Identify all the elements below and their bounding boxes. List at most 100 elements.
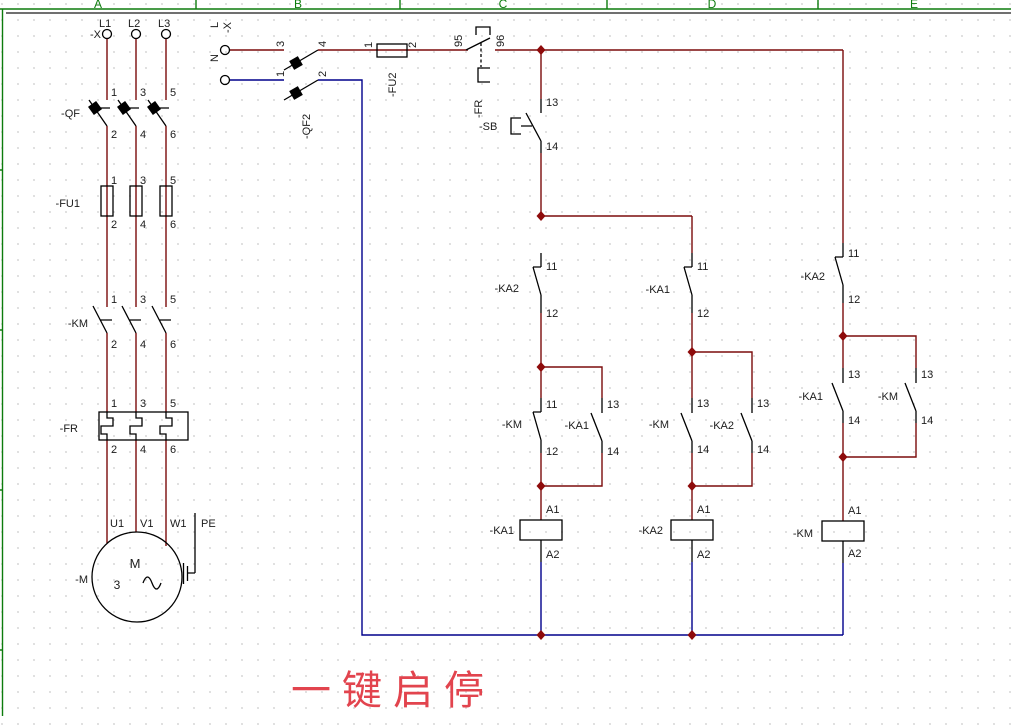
contact-label: -KA2 <box>801 271 825 283</box>
pin: 6 <box>170 339 176 351</box>
breaker-pole-icon <box>289 86 303 100</box>
coil-label: -KA2 <box>639 525 663 537</box>
phase-label-l1: L1 <box>99 18 111 30</box>
terminal-l3-icon[interactable] <box>160 28 172 40</box>
branch1-no-contact-ka1[interactable]: -KA1 13 14 <box>565 398 620 458</box>
fuse-body-icon <box>376 43 408 58</box>
fuse-fu1[interactable]: -FU1 1 3 5 2 4 6 <box>56 175 177 231</box>
column-label-c: C <box>499 0 508 11</box>
terminal-n-icon[interactable] <box>219 74 231 86</box>
incoming-terminals[interactable]: L1 L2 L3 -X <box>90 18 172 41</box>
breaker-qf2-label: -QF2 <box>301 114 313 139</box>
pin: 1 <box>111 398 117 410</box>
contact-label: -KM <box>878 391 898 403</box>
breaker-pole-icon <box>289 56 303 70</box>
pin: A1 <box>697 504 710 516</box>
pin: 3 <box>140 175 146 187</box>
button-label: -SB <box>479 121 497 133</box>
pin: 6 <box>170 219 176 231</box>
pin: 6 <box>170 444 176 456</box>
motor-terminal-pe: PE <box>201 518 216 530</box>
pin: 95 <box>453 35 465 47</box>
pin: 1 <box>111 87 117 99</box>
pin: 1 <box>363 42 375 48</box>
pin: 14 <box>848 415 860 427</box>
junction-icon <box>687 481 697 491</box>
pin: 2 <box>317 71 329 77</box>
junction-dots <box>536 45 848 640</box>
control-supply-terminals[interactable]: L -X N <box>209 21 234 86</box>
breaker-qf2[interactable]: -QF2 3 4 1 2 <box>275 41 329 139</box>
branch2-nc-contact-ka1[interactable]: -KA1 11 12 <box>646 253 710 320</box>
overload-contact-fr[interactable]: -FR 95 96 <box>453 26 507 118</box>
breaker-pole-icon <box>117 101 131 115</box>
neutral-wires <box>229 79 844 636</box>
junction-icon <box>838 452 848 462</box>
overload-label: -FR <box>473 100 485 118</box>
pin: 14 <box>546 141 558 153</box>
branch1-nc-contact-km[interactable]: -KM 11 12 <box>502 398 558 458</box>
pin: 13 <box>546 97 558 109</box>
fuse-fu2-label: -FU2 <box>387 73 399 97</box>
terminal-l-icon[interactable] <box>219 44 231 56</box>
pin: 96 <box>495 35 507 47</box>
fuse-label: -FU1 <box>56 198 80 210</box>
supply-line-label: L <box>209 22 221 28</box>
pin: 14 <box>757 444 769 456</box>
coil-label: -KA1 <box>490 525 514 537</box>
branch3-no-contact-km[interactable]: -KM 13 14 <box>878 368 933 427</box>
branch2-coil-ka2[interactable]: -KA2 A1 A2 <box>639 504 714 562</box>
fuse-body-icon <box>129 185 143 217</box>
branch3-coil-km[interactable]: -KM A1 A2 <box>793 505 865 563</box>
control-circuit: L -X N -QF2 3 4 1 2 -FU2 1 2 -FR 95 96 <box>209 21 933 563</box>
branch1-nc-contact-ka2[interactable]: -KA2 11 12 <box>495 253 559 320</box>
branch3-no-contact-ka1[interactable]: -KA1 13 14 <box>799 368 861 427</box>
pin: 2 <box>111 129 117 141</box>
contactor-label: -KM <box>68 318 88 330</box>
start-button-sb[interactable]: -SB 13 14 <box>479 97 558 153</box>
branch2-no-contact-km[interactable]: -KM 13 14 <box>649 398 709 456</box>
pin: 5 <box>170 87 176 99</box>
terminal-l1-icon[interactable] <box>101 28 113 40</box>
branch3-nc-contact-ka2[interactable]: -KA2 11 12 <box>801 243 861 306</box>
thermal-relay-fr-main[interactable]: -FR 1 3 5 2 4 6 <box>60 398 189 456</box>
phase-label-l2: L2 <box>128 18 140 30</box>
junction-icon <box>536 362 546 372</box>
coil-box-icon <box>821 520 865 542</box>
terminal-l2-icon[interactable] <box>130 28 142 40</box>
motor-m[interactable]: M 3 -M U1 V1 W1 PE <box>75 513 216 623</box>
motor-phase-count: 3 <box>114 578 121 592</box>
branch2-no-contact-ka2[interactable]: -KA2 13 14 <box>710 398 770 456</box>
pin: 13 <box>848 369 860 381</box>
drawing-title-text[interactable]: 一键启停 <box>291 668 495 713</box>
power-circuit: L1 L2 L3 -X -QF 1 3 5 2 4 6 -FU1 1 3 5 <box>56 18 216 623</box>
pin: 12 <box>848 294 860 306</box>
pin: 11 <box>546 399 557 411</box>
pin: 3 <box>140 294 146 306</box>
pin: 3 <box>275 41 287 47</box>
contact-label: -KA2 <box>710 420 734 432</box>
pin: 2 <box>111 444 117 456</box>
breaker-label: -QF <box>61 108 80 120</box>
phase-label-l3: L3 <box>158 18 170 30</box>
junction-icon <box>838 331 848 341</box>
pin: 2 <box>407 42 419 48</box>
fuse-fu2[interactable]: -FU2 1 2 <box>363 42 419 97</box>
pin: A2 <box>546 549 559 561</box>
column-label-d: D <box>708 0 717 11</box>
pin: 13 <box>921 369 933 381</box>
branch1-coil-ka1[interactable]: -KA1 A1 A2 <box>490 504 563 562</box>
contact-label: -KA1 <box>646 284 670 296</box>
pin: 11 <box>546 261 557 273</box>
contact-label: -KA1 <box>565 420 589 432</box>
pin: 4 <box>140 339 146 351</box>
breaker-qf[interactable]: -QF 1 3 5 2 4 6 <box>61 87 176 141</box>
contact-label: -KA1 <box>799 391 823 403</box>
junction-icon <box>536 45 546 55</box>
motor-terminal-w1: W1 <box>170 518 187 530</box>
pin: 2 <box>111 219 117 231</box>
contactor-km-main[interactable]: -KM 1 3 5 2 4 6 <box>68 294 176 351</box>
coil-box-icon <box>670 519 714 541</box>
column-label-e: E <box>910 0 918 11</box>
